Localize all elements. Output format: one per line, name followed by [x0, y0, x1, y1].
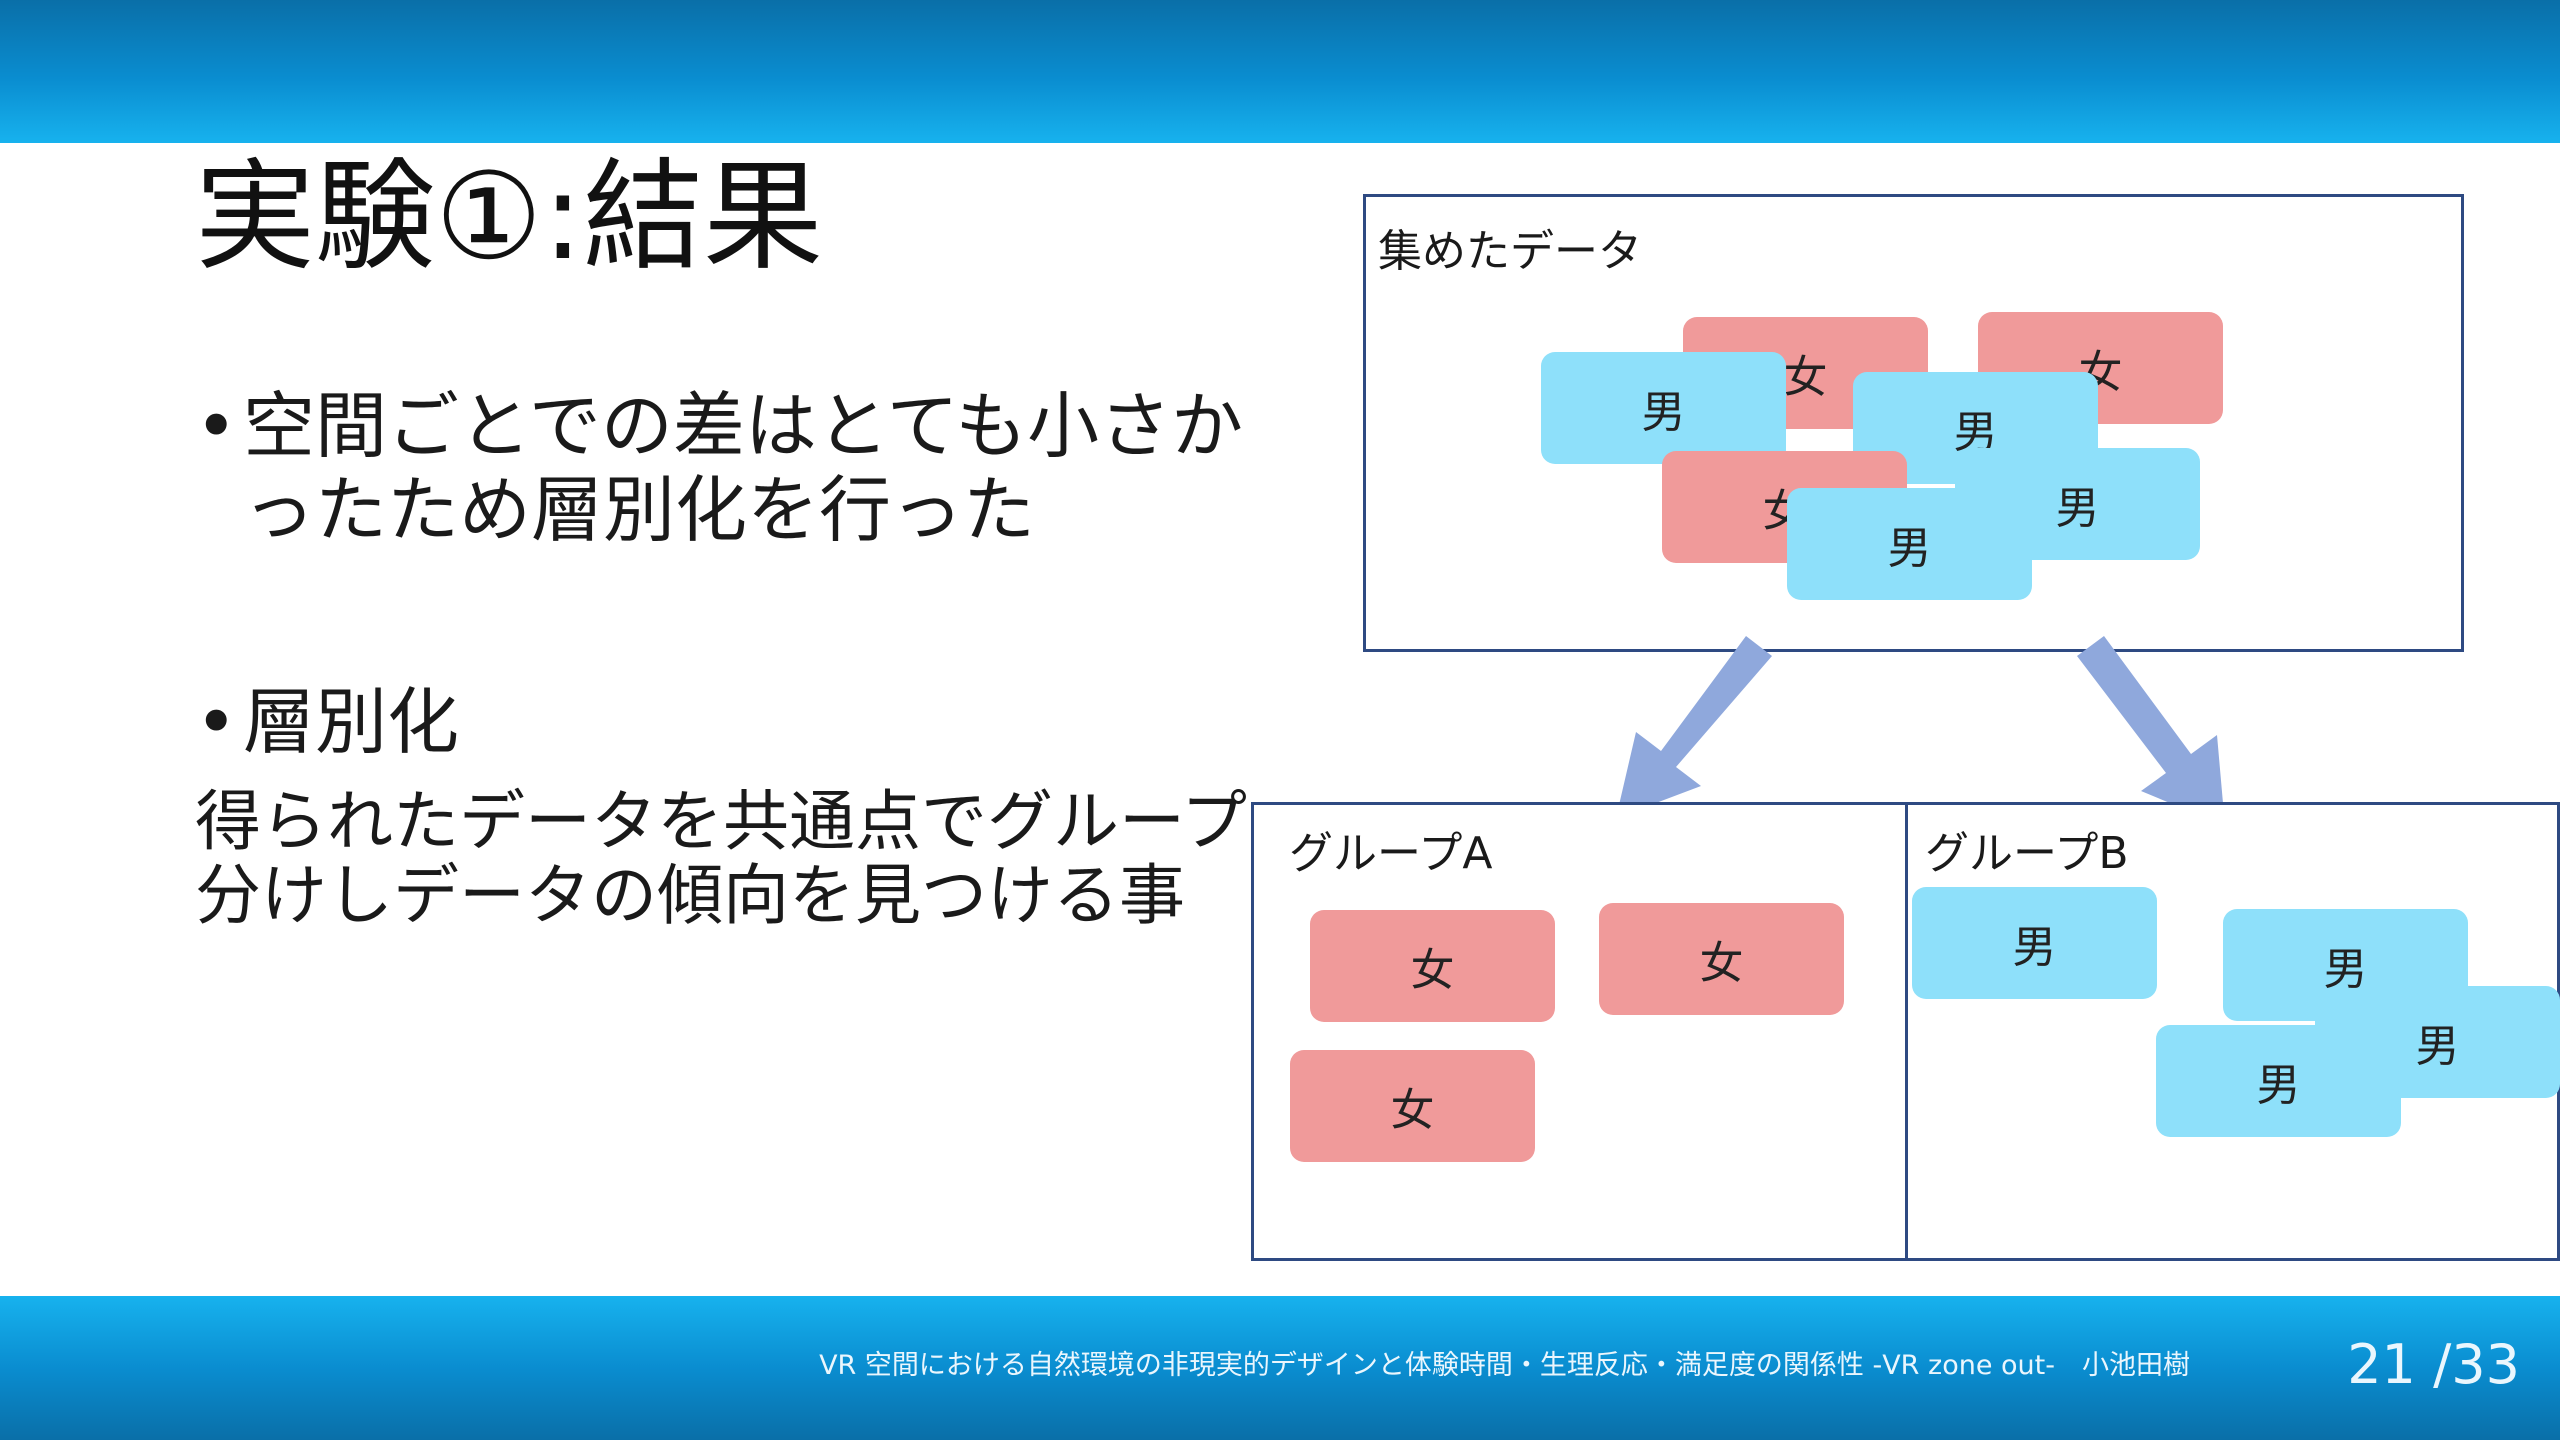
- male-card: 男: [1912, 887, 2157, 999]
- group-a-label: グループA: [1289, 828, 1493, 879]
- collected-data-label: 集めたデータ: [1378, 226, 1642, 277]
- bullet-marker: •: [195, 680, 238, 764]
- female-card: 女: [1290, 1050, 1535, 1162]
- male-card: 男: [2223, 909, 2468, 1021]
- bullet-text: 空間ごとでの差はとても小さかったため層別化を行った: [243, 384, 1244, 552]
- page-number: 21 /33: [2347, 1333, 2520, 1396]
- footer-bar: [0, 1296, 2560, 1440]
- female-card: 女: [1599, 903, 1844, 1015]
- female-card: 女: [1310, 910, 1555, 1022]
- bullet-item-1: • 空間ごとでの差はとても小さかったため層別化を行った: [195, 384, 1255, 552]
- bullet-text: 層別化: [243, 680, 460, 764]
- group-b-label: グループB: [1925, 828, 2129, 879]
- footer-caption: VR 空間における自然環境の非現実的デザインと体験時間・生理反応・満足度の関係性…: [819, 1350, 2190, 1381]
- body-paragraph: 得られたデータを共通点でグループ分けしデータの傾向を見つける事: [195, 783, 1248, 934]
- bullet-marker: •: [195, 384, 238, 468]
- male-card: 男: [2156, 1025, 2401, 1137]
- male-card: 男: [1541, 352, 1786, 464]
- header-bar: [0, 0, 2560, 143]
- bullet-item-2: • 層別化: [195, 680, 1255, 764]
- arrow-down-left-icon: [1616, 636, 1772, 818]
- arrow-down-right-icon: [2077, 636, 2225, 826]
- male-card: 男: [1787, 488, 2032, 600]
- group-a-box: [1251, 802, 1908, 1261]
- slide-title: 実験①:結果: [195, 148, 824, 287]
